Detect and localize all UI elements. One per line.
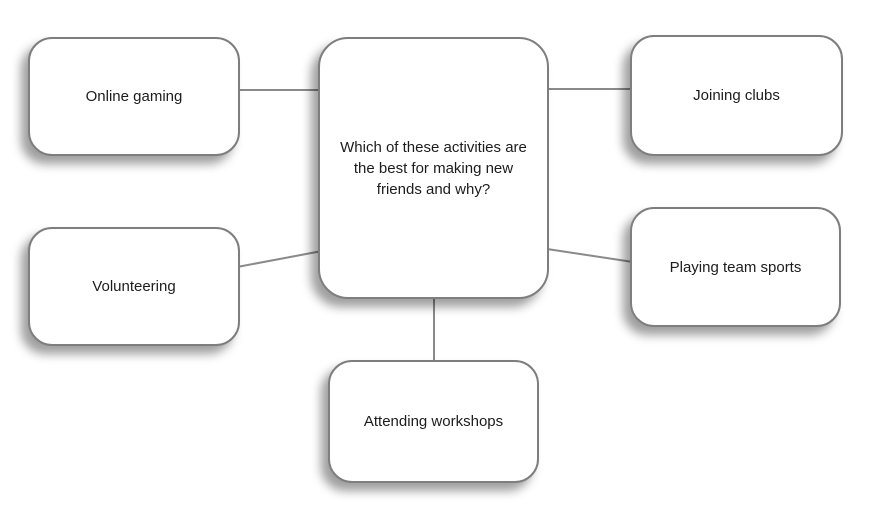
node-joining-clubs-label: Joining clubs: [693, 87, 780, 104]
node-online-gaming: Online gaming: [28, 37, 240, 156]
node-playing-team-sports-label: Playing team sports: [669, 258, 802, 276]
central-question-label: Which of these activities are the best f…: [340, 138, 527, 198]
node-volunteering: Volunteering: [28, 227, 240, 346]
node-volunteering-label: Volunteering: [92, 278, 176, 295]
connector-volunteering: [236, 250, 323, 268]
node-attending-workshops: Attending workshops: [328, 360, 539, 483]
node-joining-clubs: Joining clubs: [630, 35, 843, 156]
node-attending-workshops-label: Attending workshops: [363, 413, 504, 430]
node-central-question: Which of these activities are the best f…: [318, 37, 549, 299]
connector-playing-team-sports: [546, 248, 634, 263]
node-online-gaming-label: Online gaming: [85, 88, 183, 105]
node-playing-team-sports: Playing team sports: [630, 207, 841, 327]
